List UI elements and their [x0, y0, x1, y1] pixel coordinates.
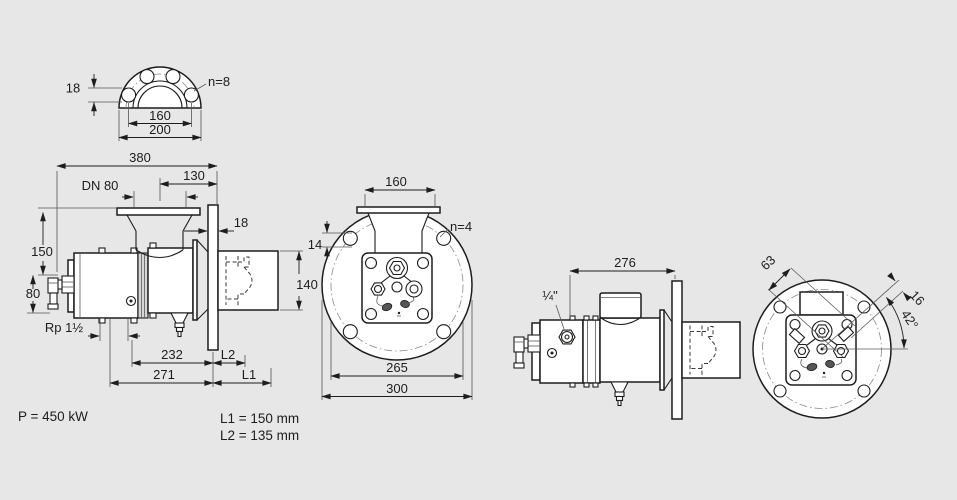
bolt-hole [342, 324, 358, 340]
nozzle-right [837, 325, 855, 343]
bolt-hole [857, 300, 871, 314]
dim-l1-label: L1 [242, 367, 256, 382]
dim-ring-thickness: 14 [308, 237, 322, 252]
mounting-plate [671, 280, 683, 420]
label-gas-connection: DN 80 [82, 178, 119, 193]
bell-ring [192, 239, 198, 321]
notes: P = 450 kW L1 = 150 mm L2 = 135 mm [18, 409, 299, 443]
dim-overall-length: 380 [129, 150, 151, 165]
gas-flange-front [356, 206, 441, 214]
bolt-hole [436, 230, 452, 246]
bolt-hole [773, 384, 787, 398]
dim-length-inner: 232 [161, 347, 183, 362]
dim-bolt-circle: 160 [149, 108, 171, 123]
label-thread: Rp 1½ [45, 320, 83, 335]
dim-outer-dia-front: 300 [386, 381, 408, 396]
dim-plate-thickness: 18 [234, 215, 248, 230]
burner-front-view: 160 14 n=4 265 300 [308, 174, 473, 400]
label-bolt-count: n=8 [208, 74, 230, 89]
note-power: P = 450 kW [18, 409, 88, 424]
burner-housing [599, 317, 661, 383]
dim-nozzle-width: 16 [907, 288, 928, 309]
dim-length-276: 276 [614, 255, 636, 270]
bolt-hole [773, 300, 787, 314]
label-test-port: ¼" [542, 288, 558, 303]
dim-height-lower: 80 [26, 286, 40, 301]
burner-rear-view: 63 16 42° [752, 252, 928, 419]
nozzle-left [788, 327, 806, 345]
dim-flange-offset: 130 [183, 168, 205, 183]
bolt-circle-centerline [125, 73, 195, 109]
flame-tube [681, 321, 741, 379]
dim-bolt-circle-front: 265 [386, 360, 408, 375]
dim-outer-dia: 200 [149, 122, 171, 137]
pump-block [73, 252, 139, 319]
bolt-hole [342, 230, 358, 246]
bolt-hole [139, 69, 155, 85]
center-electrode [391, 281, 403, 293]
gas-flange [116, 207, 201, 216]
bolt-hole [436, 324, 452, 340]
dim-nozzle-offset: 63 [758, 252, 779, 273]
burner-side-view-2: 276 ¼" [513, 255, 741, 420]
burner-side-view: 380 130 DN 80 18 150 80 140 Rp 1½ [26, 150, 318, 387]
bell-ring [659, 309, 665, 391]
dim-flange-width: 160 [385, 174, 407, 189]
burner-housing [147, 247, 194, 314]
mounting-plate [207, 204, 219, 351]
bolt-hole [121, 87, 137, 103]
pump-block [539, 319, 584, 384]
label-bolt-count-front: n=4 [450, 219, 472, 234]
bolt-hole [857, 384, 871, 398]
dim-l2-label: L2 [221, 347, 235, 362]
dim-length-outer: 271 [153, 367, 175, 382]
flange-detail-view: 18 160 200 n=8 [66, 66, 230, 141]
dim-tube-dia: 140 [296, 277, 318, 292]
note-l1: L1 = 150 mm [220, 411, 299, 426]
joint-band [137, 252, 149, 319]
flame-tube [217, 250, 279, 311]
note-l2: L2 = 135 mm [220, 428, 299, 443]
joint-band [582, 319, 601, 384]
dim-bolt-hole-dia: 18 [66, 81, 80, 96]
gas-stub [599, 292, 642, 319]
dim-height-upper: 150 [31, 244, 53, 259]
bolt-hole [183, 87, 199, 103]
bolt-hole [165, 69, 181, 85]
